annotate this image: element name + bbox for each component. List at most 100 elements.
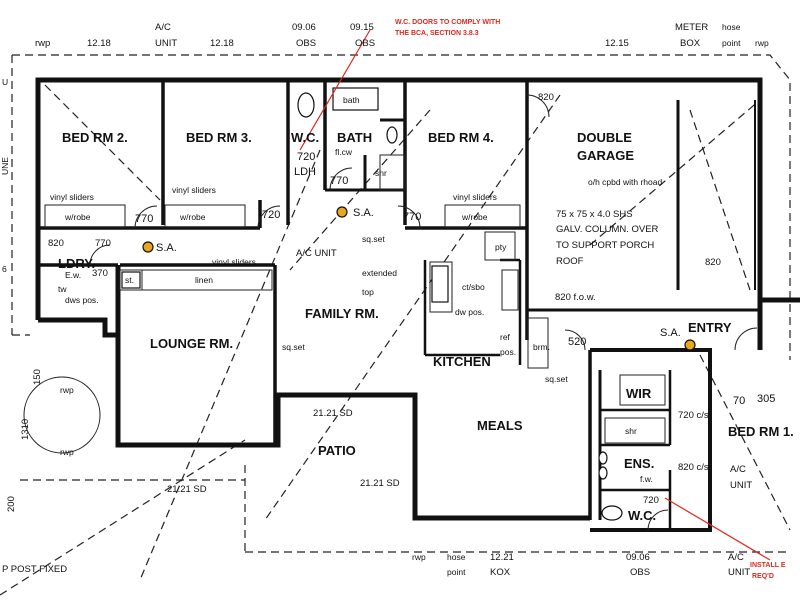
bottom-obs-0906: 09.06	[626, 552, 650, 563]
label-d820-2: 820	[538, 92, 554, 103]
label-d770-4: 770	[95, 238, 111, 249]
label-d2121-a: 21.21 SD	[313, 408, 353, 419]
label-ew: E.w.	[65, 270, 81, 280]
label-pty: pty	[495, 242, 507, 252]
trough-icon	[121, 271, 141, 289]
basin-icon	[386, 126, 398, 144]
top-hose-2: point	[722, 38, 741, 48]
label-shs-1: 75 x 75 x 4.0 SHS	[556, 209, 633, 220]
label-brm: brm.	[533, 342, 550, 352]
room-label-bed1: BED RM 1.	[728, 424, 794, 439]
bottom-rwp: rwp	[412, 552, 426, 562]
red-leader-top	[299, 29, 371, 151]
top-rwp-right: rwp	[755, 38, 769, 48]
label-wrobe-2: w/robe	[179, 212, 206, 222]
label-d720-ldh-2: LDH	[294, 166, 316, 178]
label-ref-2: pos.	[500, 347, 516, 357]
label-sa-3: S.A.	[660, 327, 681, 339]
bottom-kox: KOX	[490, 567, 511, 578]
label-rwp-l2: rwp	[60, 447, 74, 457]
toilet-icon	[297, 92, 315, 118]
label-six: 6	[2, 264, 7, 274]
label-ac-right-1: A/C	[730, 464, 746, 475]
label-d820-fow: 820 f.o.w.	[555, 292, 596, 303]
label-shs-2: GALV. COLUMN. OVER	[556, 224, 659, 235]
label-wrobe-1: w/robe	[64, 212, 91, 222]
label-d820cs: 820 c/s	[678, 462, 709, 473]
room-label-family: FAMILY RM.	[305, 306, 379, 321]
room-label-bed4: BED RM 4.	[428, 130, 494, 145]
label-dim150: 150	[32, 369, 43, 385]
top-meter-2: BOX	[680, 38, 701, 49]
top-dim-1218-b: 12.18	[210, 38, 234, 49]
label-shs-4: ROOF	[556, 256, 584, 267]
label-ext-top-1: extended	[362, 268, 397, 278]
label-une: UNE	[0, 157, 10, 175]
label-ctsbo: ct/sbo	[462, 282, 485, 292]
label-sqset-2: sq.set	[282, 342, 305, 352]
fixtures	[121, 87, 623, 521]
label-d820-1: 820	[48, 238, 64, 249]
sink-icon	[431, 265, 449, 303]
top-hose-1: hose	[722, 22, 741, 32]
label-vinyl-sliders-1: vinyl sliders	[50, 192, 94, 202]
label-vinyl-sliders-4: vinyl sliders	[212, 257, 256, 267]
label-d720-wc: 720	[643, 495, 659, 506]
label-ah-cpbd: o/h cpbd with rhoad	[588, 177, 662, 187]
room-label-wir: WIR	[626, 386, 652, 401]
room-label-bath: BATH	[337, 130, 372, 145]
label-d2121-b: 21.21 SD	[360, 478, 400, 489]
top-dim-1215: 12.15	[605, 38, 629, 49]
label-sa-2: S.A.	[353, 207, 374, 219]
toilet-icon-ens	[601, 505, 623, 521]
label-shr: shr	[375, 168, 387, 178]
top-obs-label-a: OBS	[296, 38, 316, 49]
basin-icon-ens-2	[598, 466, 608, 480]
bottom-dim-1221: 12.21	[490, 552, 514, 563]
room-label-kitchen: KITCHEN	[433, 354, 491, 369]
room-label-patio: PATIO	[318, 443, 356, 458]
door-swings	[23, 94, 758, 531]
label-linen: linen	[195, 275, 213, 285]
bottom-hose-1: hose	[447, 552, 466, 562]
room-label-ldry: LDRY.	[58, 256, 95, 271]
label-st: st.	[125, 275, 134, 285]
top-meter-1: METER	[675, 22, 708, 33]
room-label-lounge: LOUNGE RM.	[150, 336, 233, 351]
label-u: U	[2, 77, 8, 87]
label-d305: 305	[757, 393, 775, 405]
label-d520: 520	[568, 336, 586, 348]
label-dws-pos: dws pos.	[65, 295, 99, 305]
label-shr2: shr	[625, 426, 637, 436]
room-label-entry: ENTRY	[688, 320, 732, 335]
label-shs-3: TO SUPPORT PORCH	[556, 240, 654, 251]
top-ac-unit-2: UNIT	[155, 38, 177, 49]
room-label-garage-2: GARAGE	[577, 148, 634, 163]
label-rwp-l1: rwp	[60, 385, 74, 395]
label-d70: 70	[733, 395, 745, 407]
label-ac-unit-mid: A/C UNIT	[296, 248, 337, 259]
label-d2121-c: 21.21 SD	[167, 484, 207, 495]
label-wrobe-3: w/robe	[461, 212, 488, 222]
bottom-hose-2: point	[447, 567, 466, 577]
red-note-top-1: W.C. DOORS TO COMPLY WITH	[395, 19, 500, 26]
top-rwp-left: rwp	[35, 38, 50, 49]
label-flcw: fl.cw	[335, 147, 353, 157]
red-note-bottom-1: INSTALL E	[750, 562, 786, 569]
robes-and-cabinets	[44, 154, 666, 444]
label-d770-2: 770	[403, 211, 421, 223]
label-dim200: 200	[6, 496, 17, 512]
red-note-top-2: THE BCA, SECTION 3.8.3	[395, 30, 479, 37]
room-label-meals: MEALS	[477, 418, 523, 433]
basin-icon-ens-1	[598, 451, 608, 465]
label-d770-1: 770	[135, 213, 153, 225]
red-leader-bottom	[664, 497, 771, 561]
top-obs-0906: 09.06	[292, 22, 316, 33]
room-label-bed3: BED RM 3.	[186, 130, 252, 145]
label-sqset-3: sq.set	[545, 374, 568, 384]
label-d720: 720	[262, 209, 280, 221]
room-label-bed2: BED RM 2.	[62, 130, 128, 145]
smoke-alarm-icon	[142, 241, 154, 253]
room-label-ens: ENS.	[624, 456, 654, 471]
